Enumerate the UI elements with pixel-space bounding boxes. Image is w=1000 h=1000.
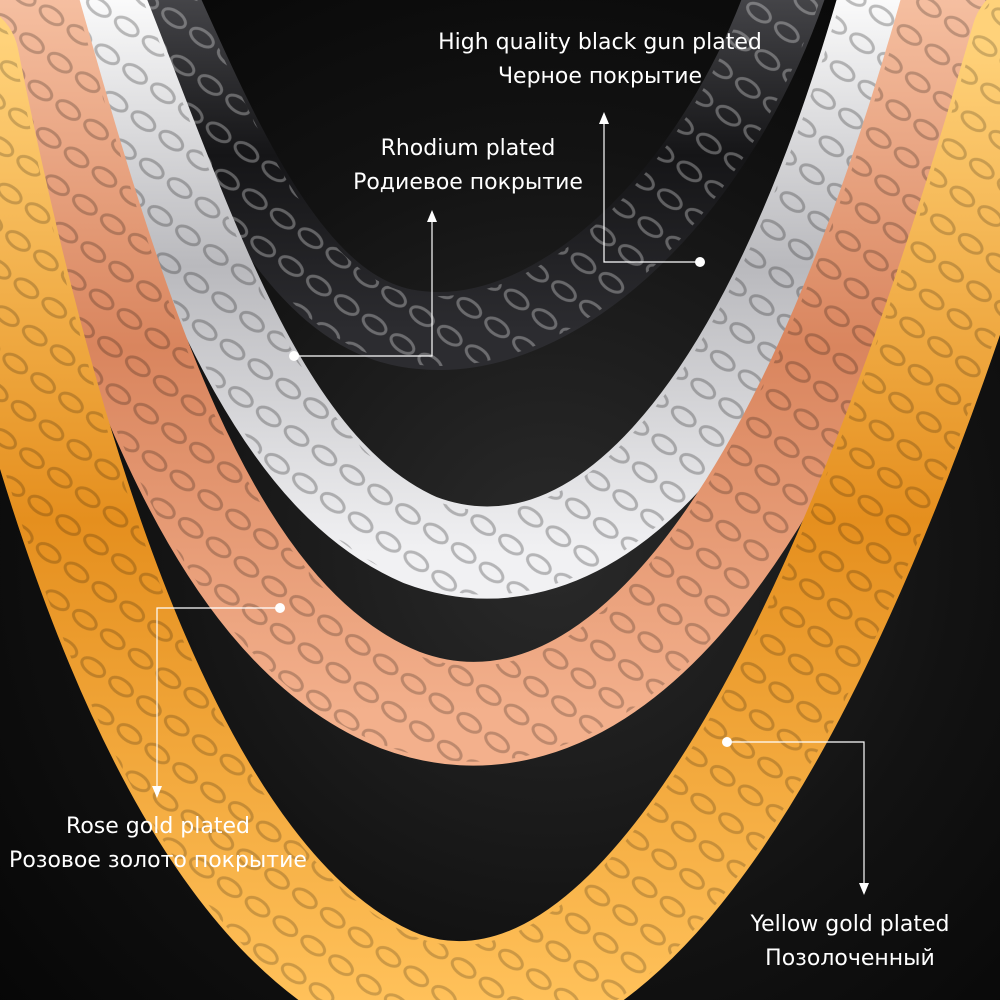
- rhodium-label-ru: Родиевое покрытие: [353, 170, 583, 195]
- black-label: High quality black gun plated Черное пок…: [420, 26, 780, 94]
- rose-arrow-down: [152, 786, 162, 798]
- rose-label-ru: Розовое золото покрытие: [9, 848, 307, 873]
- rhodium-arrow-up: [427, 210, 437, 222]
- yellow-label: Yellow gold plated Позолоченный: [730, 908, 970, 976]
- yellow-callout-dot: [722, 737, 732, 747]
- rhodium-callout-dot: [289, 351, 299, 361]
- black-label-ru: Черное покрытие: [497, 64, 703, 89]
- yellow-label-ru: Позолоченный: [765, 946, 935, 971]
- black-arrow-up: [599, 112, 609, 124]
- rose-callout-line: [156, 607, 280, 790]
- black-callout-dot: [695, 257, 705, 267]
- black-callout-line: [603, 120, 700, 263]
- rose-label: Rose gold plated Розовое золото покрытие: [0, 810, 316, 878]
- black-chain: [116, 0, 825, 370]
- rhodium-chain: [48, 0, 933, 599]
- callout-markers: [152, 112, 869, 895]
- rhodium-label: Rhodium plated Родиевое покрытие: [338, 132, 598, 200]
- yellow-callout-line: [727, 741, 865, 887]
- rose-gold-chain: [0, 0, 1000, 766]
- rose-callout-dot: [275, 603, 285, 613]
- black-label-en: High quality black gun plated: [438, 30, 762, 55]
- yellow-label-en: Yellow gold plated: [750, 912, 950, 937]
- rhodium-label-en: Rhodium plated: [380, 136, 556, 161]
- yellow-arrow-down: [859, 883, 869, 895]
- callout-lines: [156, 120, 865, 887]
- rhodium-callout-line: [294, 218, 433, 357]
- rose-label-en: Rose gold plated: [66, 814, 250, 839]
